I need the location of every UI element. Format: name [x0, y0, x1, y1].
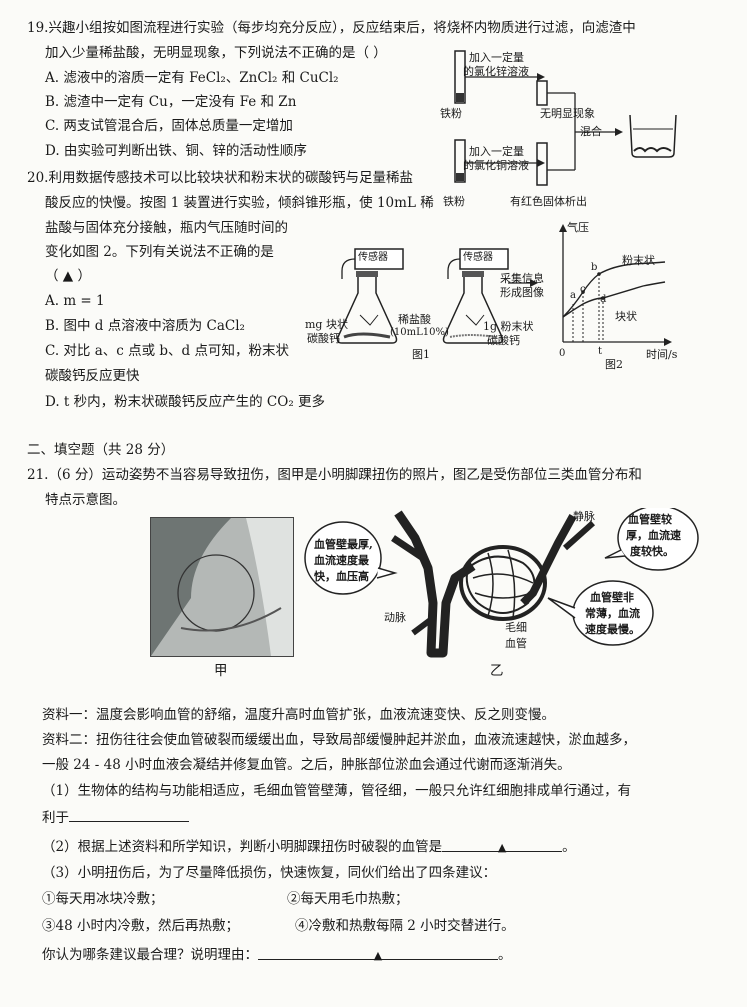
capillary-label-line2: 血管 — [505, 637, 527, 650]
q20-graph-ylabel: 气压 — [567, 221, 589, 234]
capillary-label-line1: 毛细 — [505, 621, 527, 634]
capillary-bubble-line2: 常薄，血流 — [585, 607, 640, 620]
q19-red-solid: 有红色固体析出 — [510, 195, 587, 208]
q19-no-change: 无明显现象 — [540, 107, 595, 120]
vein-bubble-line2: 厚，血流速 — [626, 529, 681, 542]
q20-stem-line2: 酸反应的快慢。按图 1 装置进行实验，倾斜锥形瓶，使 10mL 稀 — [45, 195, 434, 211]
q19-iron-powder-1: 铁粉 — [440, 107, 462, 120]
q20-graph-t: t — [598, 346, 603, 357]
q20-acid-line2: (10mL10%) — [390, 327, 449, 338]
q21-sub2: （2）根据上述资料和所学知识，判断小明脚踝扭伤时破裂的血管是▲。 — [42, 839, 576, 855]
q19-option-a: A. 滤液中的溶质一定有 FeCl₂、ZnCl₂ 和 CuCl₂ — [45, 70, 339, 86]
q20-option-b: B. 图中 d 点溶液中溶质为 CaCl₂ — [45, 318, 245, 334]
artery-bubble-line2: 血流速度最 — [314, 554, 369, 567]
q21-sub2-answer-blank[interactable]: ▲ — [442, 839, 563, 854]
q19-add-zncl2-line2: 的氯化锌溶液 — [463, 65, 529, 78]
q21-stem-line1: 21.（6 分）运动姿势不当容易导致扭伤，图甲是小明脚踝扭伤的照片，图乙是受伤部… — [27, 467, 642, 483]
q20-graph-powder-label: 粉末状 — [622, 254, 655, 267]
q20-sensor-left: 传感器 — [358, 252, 388, 263]
suggestion-4: ④冷敷和热敷每隔 2 小时交替进行。 — [295, 918, 515, 934]
q20-option-c-line1: C. 对比 a、c 点或 b、d 点可知，粉末状 — [45, 343, 289, 359]
suggestion-1: ①每天用冰块冷敷； — [42, 891, 164, 907]
q20-point-c: c — [580, 284, 586, 295]
material-two-line2: 一般 24 - 48 小时血液会凝结并修复血管。之后，肿胀部位淤血会通过代谢而逐… — [42, 757, 571, 773]
q19-mix-label: 混合 — [580, 125, 602, 138]
q20-stem-line5: （ ▲ ） — [45, 268, 91, 284]
artery-bubble-line1: 血管壁最厚, — [314, 538, 373, 551]
material-two-line1: 资料二：扭伤往往会使血管破裂而缓缓出血，导致局部缓慢肿起并淤血，血液流速越快，淤… — [42, 732, 636, 748]
q20-option-a: A. m = 1 — [45, 293, 105, 309]
ankle-photo — [150, 517, 294, 657]
material-one: 资料一：温度会影响血管的舒缩，温度升高时血管扩张，血液流速变快、反之则变慢。 — [42, 707, 555, 723]
q19-add-cucl2-line2: 的氯化铜溶液 — [463, 159, 529, 172]
q20-graph-xlabel: 时间/s — [646, 348, 678, 361]
figure-jia-label: 甲 — [214, 663, 228, 679]
section-title-fill-blank: 二、填空题（共 28 分） — [27, 442, 175, 458]
q20-figure2-graph — [559, 224, 672, 346]
vein-bubble-line1: 血管壁较 — [628, 513, 672, 526]
q20-collect-line1: 采集信息 — [500, 272, 544, 285]
q19-option-d: D. 由实验可判断出铁、铜、锌的活动性顺序 — [45, 143, 307, 159]
figure-yi-label: 乙 — [490, 663, 504, 679]
q20-graph-origin: 0 — [559, 348, 566, 359]
q20-figure2-caption: 图2 — [605, 358, 623, 371]
capillary-bubble-line1: 血管壁非 — [590, 591, 634, 604]
q20-powder-caco3-line1: 1g 粉末状 — [483, 320, 534, 333]
q20-figure1-caption: 图1 — [412, 348, 430, 361]
q20-option-c-line2: 碳酸钙反应更快 — [45, 368, 140, 384]
blood-vessel-diagram — [304, 508, 699, 658]
capillary-bubble-line3: 速度最慢。 — [585, 623, 640, 636]
q19-add-cucl2-line1: 加入一定量 — [469, 145, 524, 158]
q20-sensor-right: 传感器 — [463, 252, 493, 263]
q20-block-caco3-line1: mg 块状 — [305, 318, 348, 331]
q20-graph-block-label: 块状 — [615, 310, 637, 323]
q20-stem-line3: 盐酸与固体充分接触，瓶内气压随时间的 — [45, 220, 288, 236]
q21-stem-line2: 特点示意图。 — [45, 492, 126, 508]
q19-option-b: B. 滤渣中一定有 Cu，一定没有 Fe 和 Zn — [45, 94, 297, 110]
q21-sub1-answer-blank[interactable] — [69, 809, 189, 822]
vein-label: 静脉 — [573, 510, 595, 523]
q20-powder-caco3-line2: 碳酸钙 — [487, 334, 520, 347]
q21-sub3-answer-blank[interactable]: ▲ — [258, 947, 498, 962]
q20-stem-line4: 变化如图 2。下列有关说法不正确的是 — [45, 244, 274, 260]
q21-sub3-reason: 你认为哪条建议最合理？说明理由：▲。 — [42, 947, 512, 963]
suggestion-2: ②每天用毛巾热敷； — [287, 891, 409, 907]
q20-option-d: D. t 秒内，粉末状碳酸钙反应产生的 CO₂ 更多 — [45, 394, 326, 410]
q19-option-c: C. 两支试管混合后，固体总质量一定增加 — [45, 118, 293, 134]
artery-bubble-line3: 快，血压高 — [314, 570, 369, 583]
q21-sub1-line2: 利于 — [42, 809, 189, 827]
q20-stem-line1: 20.利用数据传感技术可以比较块状和粉末状的碳酸钙与足量稀盐 — [27, 170, 413, 186]
q20-figure1-apparatus — [336, 248, 538, 344]
q19-iron-powder-2: 铁粉 — [443, 195, 465, 208]
q20-collect-line2: 形成图像 — [500, 286, 544, 299]
q20-acid-line1: 稀盐酸 — [398, 313, 431, 326]
q19-add-zncl2-line1: 加入一定量 — [469, 51, 524, 64]
artery-label: 动脉 — [384, 611, 406, 624]
q19-stem-line2: 加入少量稀盐酸，无明显现象，下列说法不正确的是（ ） — [45, 45, 387, 61]
q19-flow-diagram — [454, 50, 677, 186]
q20-block-caco3-line2: 碳酸钙 — [307, 332, 340, 345]
vein-bubble-line3: 度较快。 — [630, 545, 674, 558]
q20-point-a: a — [570, 290, 576, 301]
suggestion-3: ③48 小时内冷敷，然后再热敷； — [42, 918, 239, 934]
q21-sub1-line1: （1）生物体的结构与功能相适应，毛细血管管壁薄，管径细，一般只允许红细胞排成单行… — [42, 783, 632, 799]
q21-sub3: （3）小明扭伤后，为了尽量降低损伤，快速恢复，同伙们给出了四条建议： — [42, 865, 497, 881]
q20-point-d: d — [600, 294, 607, 305]
q19-stem-line1: 19.兴趣小组按如图流程进行实验（每步均充分反应），反应结束后，将烧杯内物质进行… — [27, 20, 636, 36]
q20-point-b: b — [591, 262, 598, 273]
